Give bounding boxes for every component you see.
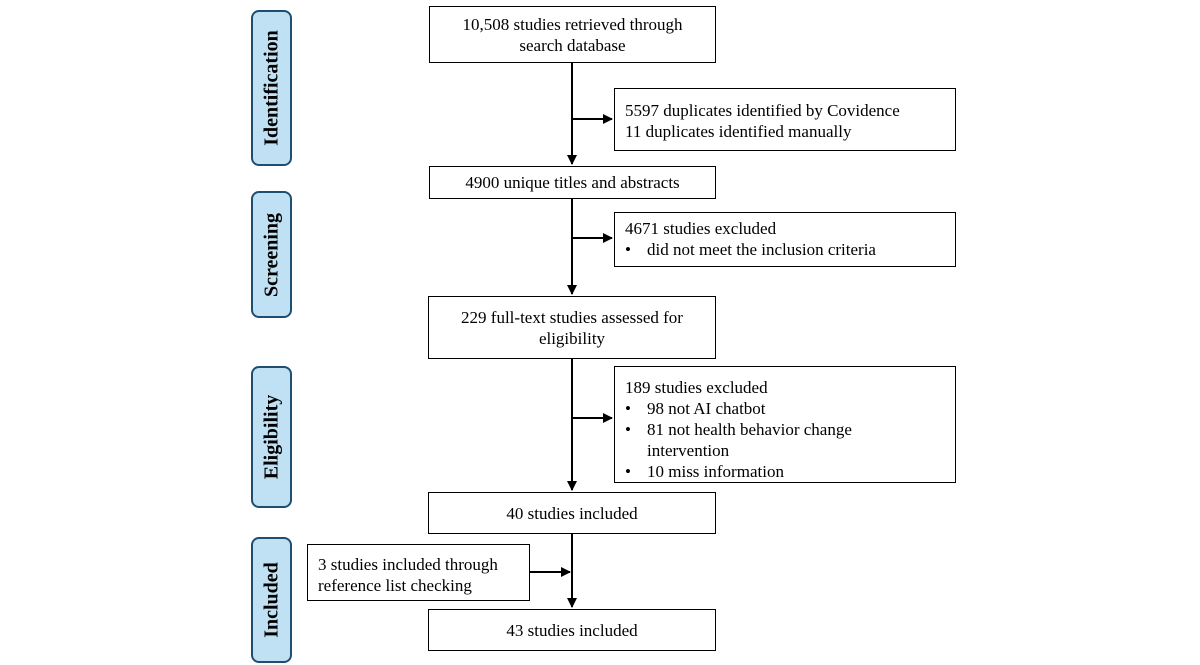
phase-eligibility-label: Eligibility: [260, 394, 282, 480]
phase-identification: Identification: [251, 10, 292, 166]
box-retrieved: 10,508 studies retrieved through search …: [429, 6, 716, 63]
reference-line-2: reference list checking: [318, 576, 472, 595]
phase-screening-label: Screening: [260, 212, 282, 297]
elig-excluded-bullet-3: 10 miss information: [625, 461, 945, 482]
phase-identification-label: Identification: [260, 30, 282, 146]
included-40-text: 40 studies included: [506, 503, 638, 523]
elig-excluded-heading: 189 studies excluded: [625, 378, 768, 397]
box-screen-excluded: 4671 studies excluded did not meet the i…: [614, 212, 956, 267]
box-elig-excluded: 189 studies excluded 98 not AI chatbot 8…: [614, 366, 956, 483]
elig-excluded-bullet-2: 81 not health behavior change: [625, 419, 945, 440]
elig-excluded-bullet-1: 98 not AI chatbot: [625, 398, 945, 419]
phase-included-label: Included: [260, 562, 282, 638]
retrieved-line-1: 10,508 studies retrieved through: [462, 14, 683, 34]
screen-excluded-bullet: did not meet the inclusion criteria: [625, 239, 945, 260]
box-included-43: 43 studies included: [428, 609, 716, 651]
elig-excluded-bullet-2-cont: intervention: [647, 441, 730, 460]
box-included-40: 40 studies included: [428, 492, 716, 534]
screen-excluded-heading: 4671 studies excluded: [625, 219, 777, 238]
duplicates-line-1: 5597 duplicates identified by Covidence: [625, 101, 900, 120]
box-reference: 3 studies included through reference lis…: [307, 544, 530, 601]
retrieved-line-2: search database: [519, 35, 626, 55]
fulltext-line-2: eligibility: [538, 328, 606, 348]
unique-text: 4900 unique titles and abstracts: [465, 173, 680, 192]
box-fulltext: 229 full-text studies assessed for eligi…: [428, 296, 716, 359]
included-43-text: 43 studies included: [506, 620, 638, 640]
phase-eligibility: Eligibility: [251, 366, 292, 508]
fulltext-line-1: 229 full-text studies assessed for: [461, 307, 683, 327]
box-unique: 4900 unique titles and abstracts: [429, 166, 716, 199]
duplicates-line-2: 11 duplicates identified manually: [625, 122, 852, 141]
phase-included: Included: [251, 537, 292, 663]
box-duplicates: 5597 duplicates identified by Covidence …: [614, 88, 956, 151]
reference-line-1: 3 studies included through: [318, 555, 498, 574]
phase-screening: Screening: [251, 191, 292, 318]
